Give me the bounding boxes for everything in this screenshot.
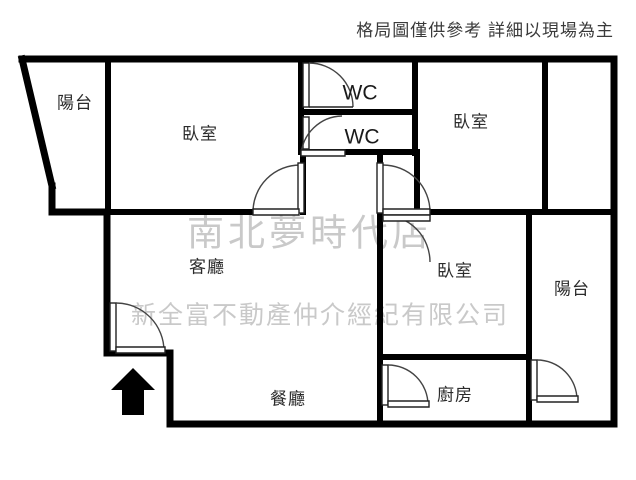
door-leaf-entry bbox=[109, 302, 117, 352]
door-leaf-bedroom-topleft bbox=[297, 162, 305, 214]
door-threshold-bedroom-right bbox=[382, 214, 431, 222]
door-arc-bedroom-topright bbox=[382, 164, 431, 213]
wall-balcony-left-diagonal bbox=[17, 54, 57, 191]
door-threshold-bedroom-topright bbox=[382, 208, 431, 216]
label-living-room: 客廳 bbox=[189, 257, 225, 276]
door-leaf-bedroom-topright bbox=[376, 162, 384, 214]
door-leaf-wc-upper bbox=[302, 62, 310, 108]
label-wc-upper: WC bbox=[343, 82, 378, 105]
door-threshold-balcony-right bbox=[536, 395, 579, 403]
disclaimer-note: 格局圖僅供參考 詳細以現場為主 bbox=[356, 21, 614, 40]
label-kitchen: 廚房 bbox=[437, 384, 473, 404]
door-threshold-bedroom-topleft bbox=[252, 208, 300, 216]
door-threshold-entry bbox=[115, 346, 166, 354]
door-arc-bedroom-topleft bbox=[252, 164, 301, 213]
door-arc-kitchen bbox=[387, 364, 429, 406]
door-arc-balcony-right bbox=[536, 359, 578, 401]
label-wc-lower: WC bbox=[345, 126, 380, 149]
label-bedroom-top-right: 臥室 bbox=[453, 112, 489, 131]
door-arc-wc-upper bbox=[308, 62, 354, 108]
label-dining-room: 餐廳 bbox=[270, 389, 306, 408]
entry-arrow-icon bbox=[111, 368, 155, 415]
door-leaf-balcony-right bbox=[530, 359, 538, 401]
door-threshold-wc-lower bbox=[300, 149, 346, 157]
label-balcony-right: 陽台 bbox=[554, 279, 590, 298]
door-arc-entry bbox=[115, 302, 165, 352]
door-leaf-kitchen bbox=[381, 364, 389, 406]
watermark-company: 新全富不動產仲介經紀有限公司 bbox=[131, 302, 509, 330]
door-arc-wc-lower bbox=[300, 115, 343, 157]
label-balcony-left: 陽台 bbox=[57, 93, 93, 112]
door-group bbox=[109, 62, 579, 408]
label-bedroom-top-left: 臥室 bbox=[182, 124, 218, 143]
door-threshold-kitchen bbox=[387, 400, 430, 408]
label-bedroom-right: 臥室 bbox=[437, 261, 473, 280]
